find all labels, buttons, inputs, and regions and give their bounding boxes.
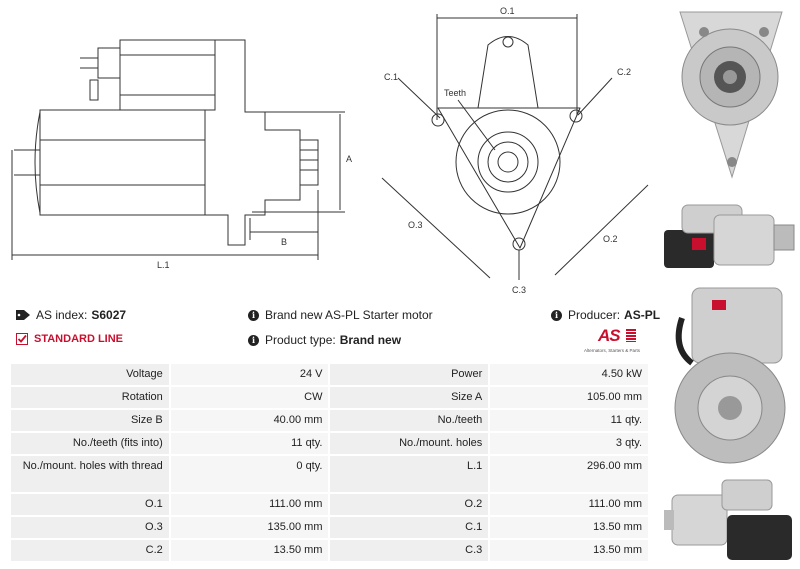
technical-drawings: A B L.1 O.1 O.2 O.3 C.1 C.2 C.3 Teeth	[11, 6, 649, 295]
as-pl-logo: AS Alternators, Starters & Parts	[584, 326, 650, 358]
table-row: O.3 135.00 mm C.1 13.50 mm	[11, 517, 648, 538]
product-photo-rear[interactable]	[662, 278, 798, 468]
spec-label: No./mount. holes	[330, 433, 489, 454]
spec-value: 11 qty.	[170, 433, 329, 454]
dim-label-c2: C.2	[617, 67, 631, 77]
table-row: C.2 13.50 mm C.3 13.50 mm	[11, 540, 648, 561]
product-photo-side[interactable]	[662, 180, 798, 275]
spec-label: C.3	[330, 540, 489, 561]
spec-label: No./teeth (fits into)	[11, 433, 169, 454]
spec-label: Power	[330, 364, 489, 385]
spec-value: 111.00 mm	[170, 494, 329, 515]
spec-value: 40.00 mm	[170, 410, 329, 431]
spec-value: 13.50 mm	[170, 540, 329, 561]
dim-label-c1: C.1	[384, 72, 398, 82]
logo-bars	[626, 329, 636, 342]
producer: i Producer: AS-PL	[551, 308, 660, 322]
product-photo-top[interactable]	[662, 470, 798, 567]
table-row: Voltage 24 V Power 4.50 kW	[11, 364, 648, 385]
info-icon: i	[551, 309, 562, 321]
spec-value: 135.00 mm	[170, 517, 329, 538]
product-type-label: Product type:	[265, 333, 336, 347]
spec-value: 13.50 mm	[490, 517, 648, 538]
producer-label: Producer:	[568, 308, 621, 322]
spec-label: C.1	[330, 517, 489, 538]
dim-label-b: B	[281, 237, 287, 247]
producer-value: AS-PL	[624, 308, 661, 322]
spec-label: L.1	[330, 456, 489, 492]
spec-value: 0 qty.	[170, 456, 329, 492]
product-type: i Product type: Brand new	[248, 333, 401, 347]
spec-value: 111.00 mm	[490, 494, 648, 515]
product-photo-front[interactable]	[662, 2, 798, 180]
table-row: No./mount. holes with thread 0 qty. L.1 …	[11, 456, 648, 492]
dim-label-a: A	[346, 154, 352, 164]
table-row: O.1 111.00 mm O.2 111.00 mm	[11, 494, 648, 515]
spec-value: 11 qty.	[490, 410, 648, 431]
description-text: Brand new AS-PL Starter motor	[265, 308, 433, 322]
info-icon: i	[248, 309, 259, 321]
tag-icon	[16, 310, 30, 320]
spec-value: 3 qty.	[490, 433, 648, 454]
as-index-value: S6027	[91, 308, 127, 322]
spec-label: C.2	[11, 540, 169, 561]
info-icon: i	[248, 334, 259, 346]
dim-label-o2: O.2	[603, 234, 618, 244]
logo-text: AS	[598, 326, 621, 345]
spec-label: No./teeth	[330, 410, 489, 431]
spec-value: 105.00 mm	[490, 387, 648, 408]
standard-line-badge: STANDARD LINE	[16, 333, 123, 345]
dim-label-c3: C.3	[512, 285, 526, 295]
dim-label-o3: O.3	[408, 220, 423, 230]
spec-value: 13.50 mm	[490, 540, 648, 561]
spec-label: Rotation	[11, 387, 169, 408]
dim-label-l1: L.1	[157, 260, 170, 270]
checkbox-checked-icon	[16, 333, 28, 345]
spec-label: Size A	[330, 387, 489, 408]
standard-line-text: STANDARD LINE	[34, 333, 124, 345]
spec-label: No./mount. holes with thread	[11, 456, 169, 492]
spec-table: Voltage 24 V Power 4.50 kW Rotation CW S…	[9, 362, 650, 563]
logo-subtitle: Alternators, Starters & Parts	[584, 348, 641, 353]
table-row: Size B 40.00 mm No./teeth 11 qty.	[11, 410, 648, 431]
product-type-value: Brand new	[339, 333, 402, 347]
spec-value: 24 V	[170, 364, 329, 385]
spec-value: 296.00 mm	[490, 456, 648, 492]
spec-label: O.3	[11, 517, 169, 538]
description: i Brand new AS-PL Starter motor	[248, 308, 433, 322]
spec-value: 4.50 kW	[490, 364, 648, 385]
as-index: AS index: S6027	[16, 308, 126, 322]
spec-label: O.1	[11, 494, 169, 515]
front-view-drawing	[381, 14, 649, 280]
spec-label: Size B	[11, 410, 169, 431]
spec-label: Voltage	[11, 364, 169, 385]
table-row: Rotation CW Size A 105.00 mm	[11, 387, 648, 408]
spec-value: CW	[170, 387, 329, 408]
dim-label-teeth: Teeth	[444, 88, 466, 98]
side-view-drawing	[11, 39, 345, 260]
table-row: No./teeth (fits into) 11 qty. No./mount.…	[11, 433, 648, 454]
as-index-label: AS index:	[36, 308, 88, 322]
spec-label: O.2	[330, 494, 489, 515]
dim-label-o1: O.1	[500, 6, 515, 16]
